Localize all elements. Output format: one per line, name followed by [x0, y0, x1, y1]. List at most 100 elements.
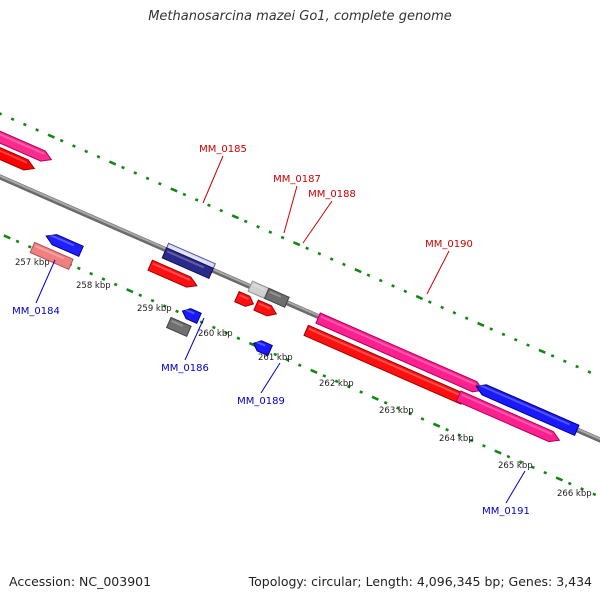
minor-tick: [489, 327, 494, 331]
gene-MM_0187-lightgrey-highlight: [252, 283, 265, 291]
minor-tick: [273, 352, 278, 357]
scale-label: 260 kbp: [198, 329, 233, 339]
gene-label-MM_0186: MM_0186: [161, 363, 209, 374]
minor-tick: [211, 325, 216, 330]
minor-tick: [101, 277, 106, 281]
major-tick: [170, 187, 178, 193]
minor-tick: [518, 460, 523, 464]
minor-tick: [420, 417, 425, 421]
gene-MM_0185-navy: [161, 247, 214, 280]
minor-tick: [96, 155, 101, 159]
minor-tick: [10, 117, 15, 121]
major-tick: [415, 294, 424, 301]
minor-tick: [76, 266, 81, 271]
gene-MM_0184-pink: [29, 241, 74, 271]
gene-MM_0187-red-highlight: [239, 294, 249, 300]
minor-tick: [35, 128, 40, 132]
minor-tick: [133, 171, 138, 175]
gene-MM_0185-grey-outline-highlight: [168, 245, 207, 264]
minor-tick: [256, 224, 260, 229]
scale-label: 263 kbp: [379, 406, 414, 416]
minor-tick: [378, 278, 383, 283]
gene-box-red-highlight: [0, 149, 28, 164]
major-tick: [538, 348, 546, 354]
major-tick: [292, 241, 301, 247]
minor-tick: [297, 363, 302, 367]
major-tick: [371, 395, 379, 401]
gene-MM_0186-blue-highlight: [185, 308, 195, 315]
major-tick: [354, 268, 362, 274]
minor-tick: [157, 181, 162, 186]
gene-label-MM_0191: MM_0191: [482, 506, 530, 517]
minor-tick: [219, 208, 224, 213]
minor-tick: [445, 427, 449, 432]
minor-tick: [440, 305, 445, 310]
minor-tick: [592, 492, 597, 497]
gene-MM_0186-grey-highlight: [171, 320, 184, 327]
minor-tick: [427, 300, 432, 304]
minor-tick: [84, 149, 89, 154]
label-line-MM_0185: [202, 155, 224, 204]
minor-tick: [194, 198, 199, 202]
gene-box-pink-highlight: [0, 133, 45, 155]
gene-MM_0188-red: [253, 299, 278, 317]
gene-label-MM_0185: MM_0185: [199, 144, 247, 155]
minor-tick: [145, 176, 150, 181]
label-line-MM_0184: [35, 259, 56, 304]
gene-MM_0185-navy-highlight: [166, 250, 205, 269]
minor-tick: [280, 235, 285, 240]
minor-tick: [403, 289, 408, 294]
gene-label-MM_0188: MM_0188: [308, 189, 356, 200]
scale-label: 259 kbp: [137, 304, 172, 314]
minor-tick: [513, 337, 518, 342]
minor-tick: [567, 481, 572, 486]
major-tick: [477, 321, 485, 328]
minor-tick: [317, 251, 322, 256]
scale-label: 261 kbp: [258, 353, 293, 363]
scale-label: 265 kbp: [498, 461, 533, 471]
gene-features: [0, 130, 580, 443]
major-tick: [47, 133, 55, 139]
minor-tick: [89, 271, 94, 276]
minor-tick: [408, 411, 413, 416]
scale-label: 266 kbp: [557, 489, 592, 499]
minor-tick: [543, 470, 548, 475]
minor-tick: [562, 359, 567, 364]
minor-tick: [138, 293, 143, 298]
gene-MM_0189-blue-highlight: [256, 340, 266, 347]
major-tick: [432, 422, 441, 428]
minor-tick: [0, 112, 3, 116]
gene-MM_0191-blue: [475, 384, 580, 437]
minor-tick: [391, 284, 395, 288]
minor-tick: [305, 246, 310, 251]
tick-marks: [0, 112, 600, 497]
label-line-MM_0187: [283, 185, 298, 234]
gene-label-MM_0189: MM_0189: [237, 396, 285, 407]
major-tick: [310, 368, 318, 374]
gene-MM_0190-pink-highlight: [320, 315, 477, 386]
major-tick: [126, 288, 134, 294]
gene-MM_0187-red: [234, 290, 255, 307]
gene-box-pink: [0, 130, 53, 162]
minor-tick: [506, 454, 511, 459]
minor-tick: [359, 390, 364, 394]
minor-tick: [72, 144, 76, 148]
minor-tick: [268, 230, 273, 234]
minor-tick: [236, 336, 241, 341]
genome-stats-text: Topology: circular; Length: 4,096,345 bp…: [248, 574, 592, 589]
minor-tick: [457, 433, 462, 437]
gene-MM_0191-blue-highlight: [478, 383, 570, 426]
scale-label: 264 kbp: [439, 434, 474, 444]
major-tick: [3, 234, 11, 240]
minor-tick: [224, 331, 229, 335]
scale-label: 262 kbp: [319, 379, 354, 389]
inner-tick-row: [3, 234, 597, 497]
gene-MM_0185-red-highlight: [152, 262, 191, 281]
minor-tick: [22, 122, 27, 127]
gene-label-MM_0187: MM_0187: [273, 174, 321, 185]
minor-tick: [481, 444, 486, 448]
minor-tick: [469, 438, 474, 443]
minor-tick: [207, 203, 211, 208]
minor-tick: [526, 343, 530, 347]
